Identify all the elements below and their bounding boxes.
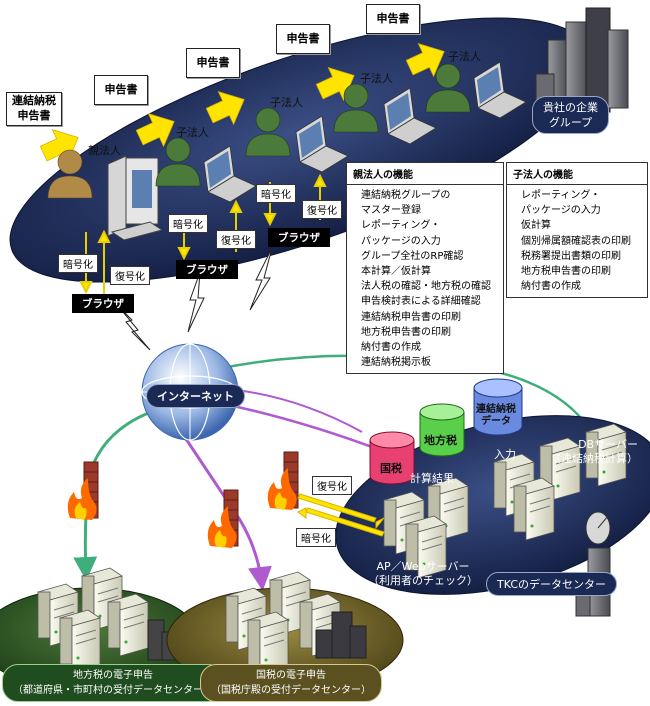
database-icon bbox=[369, 378, 523, 485]
child-label-3: 子法人 bbox=[360, 72, 393, 85]
browser-tag-3: ブラウザ bbox=[268, 228, 330, 247]
child-function-item: 地方税申告書の印刷 bbox=[521, 266, 611, 278]
firewall-icon bbox=[67, 461, 99, 521]
consolidated-db-label: 連結納税 データ bbox=[476, 404, 516, 427]
parent-functions-panel: 親法人の機能 連結納税グループの マスター登録 レポーティング・ パッケージの入… bbox=[346, 162, 504, 375]
child-function-item: 仮計算 bbox=[521, 220, 551, 232]
parent-function-item: 申告検討表による詳細確認 bbox=[361, 296, 481, 308]
filing-doc-3: 申告書 bbox=[276, 24, 330, 54]
input-label: 入力 bbox=[494, 448, 516, 461]
db-server-label: DBサーバー （連結納税計算） bbox=[550, 438, 638, 465]
calc-result-label: 計算結果 bbox=[410, 472, 454, 485]
parent-functions-title: 親法人の機能 bbox=[347, 163, 503, 185]
child-label-2: 子法人 bbox=[270, 96, 303, 109]
decrypt-label-3: 復号化 bbox=[302, 200, 342, 219]
internet-badge: インターネット bbox=[146, 384, 245, 408]
filing-doc-4: 申告書 bbox=[366, 4, 420, 34]
child-function-item: 納付書の作成 bbox=[521, 281, 581, 293]
parent-function-item: 地方税申告書の印刷 bbox=[361, 326, 451, 338]
consolidated-filing-doc: 連結納税 申告書 bbox=[6, 92, 62, 126]
parent-function-item: レポーティング・ パッケージの入力 bbox=[361, 220, 441, 247]
decrypt-label-1: 復号化 bbox=[110, 266, 150, 285]
child-function-item: 税務署提出書類の印刷 bbox=[521, 250, 621, 262]
browser-tag-1: ブラウザ bbox=[72, 294, 134, 313]
decrypt-label-dc: 復号化 bbox=[312, 476, 352, 495]
parent-function-item: 連結納税グループの マスター登録 bbox=[361, 190, 451, 217]
child-label-4: 子法人 bbox=[448, 50, 481, 63]
decrypt-label-2: 復号化 bbox=[216, 230, 256, 249]
desktop-icon bbox=[107, 155, 164, 241]
child-function-item: 個別帰属額確認表の印刷 bbox=[521, 235, 631, 247]
ap-server-label: AP／Webサーバー （利用者のチェック） bbox=[368, 560, 478, 587]
parent-function-item: 本計算／仮計算 bbox=[361, 266, 431, 278]
parent-function-item: 連結納税掲示板 bbox=[361, 357, 431, 369]
parent-function-item: グループ全社のRP確認 bbox=[361, 250, 464, 262]
corporate-group-badge: 貴社の企業 グループ bbox=[532, 96, 609, 134]
parent-function-item: 連結納税申告書の印刷 bbox=[361, 311, 461, 323]
encrypt-label-2: 暗号化 bbox=[168, 214, 208, 233]
filing-doc-2: 申告書 bbox=[186, 48, 240, 78]
parent-function-item: 法人税の確認・地方税の確認 bbox=[361, 281, 491, 293]
encrypt-label-dc: 暗号化 bbox=[296, 528, 336, 547]
child-functions-panel: 子法人の機能 レポーティング・ パッケージの入力 仮計算 個別帰属額確認表の印刷… bbox=[506, 162, 648, 299]
local-e-filing-badge: 地方税の電子申告 （都道府県・市町村の受付データセンター） bbox=[2, 664, 224, 702]
child-function-item: レポーティング・ パッケージの入力 bbox=[521, 190, 601, 217]
parent-function-item: 納付書の作成 bbox=[361, 342, 421, 354]
parent-label: 親法人 bbox=[88, 144, 121, 157]
tkc-datacenter-badge: TKCのデータセンター bbox=[486, 572, 618, 596]
child-functions-title: 子法人の機能 bbox=[507, 163, 647, 185]
browser-tag-2: ブラウザ bbox=[176, 260, 238, 279]
filing-doc-1: 申告書 bbox=[94, 75, 148, 105]
local-db-label: 地方税 bbox=[424, 434, 457, 447]
encrypt-label-1: 暗号化 bbox=[58, 254, 98, 273]
child-label-1: 子法人 bbox=[176, 126, 209, 139]
encrypt-label-3: 暗号化 bbox=[256, 184, 296, 203]
national-db-label: 国税 bbox=[380, 462, 402, 475]
national-e-filing-badge: 国税の電子申告 （国税庁殿の受付データセンター） bbox=[200, 664, 382, 702]
